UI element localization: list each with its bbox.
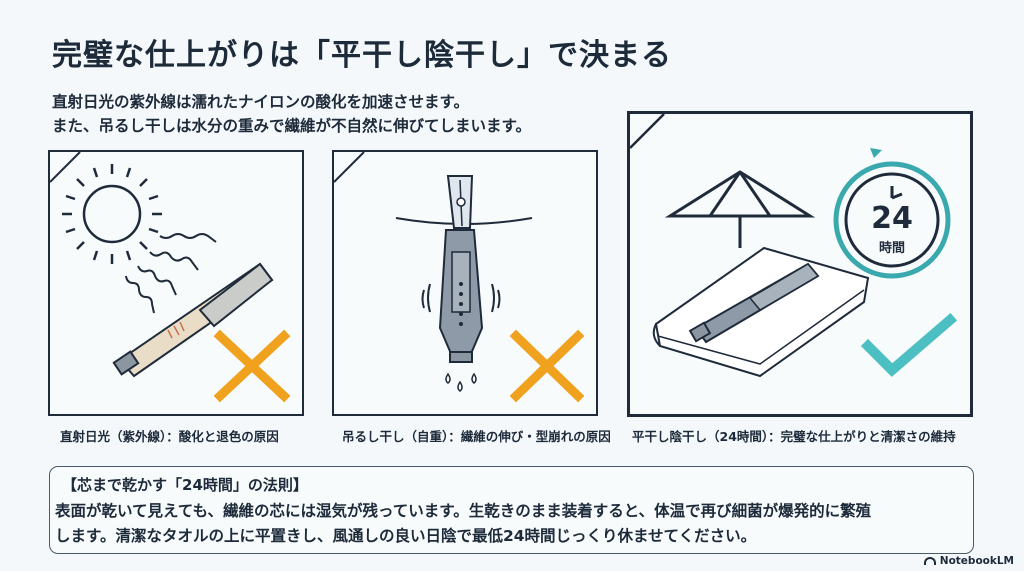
x-mark (213, 329, 291, 403)
rule-line: します。清潔なタオルの上に平置きし、風通しの良い日陰で最低24時間じっくり休ませ… (55, 527, 757, 545)
towel (652, 246, 870, 378)
sun-illustration (50, 152, 291, 403)
rule-line: 表面が乾いて見えても、繊維の芯には湿気が残っています。生乾きのまま装着すると、体… (55, 502, 872, 520)
stretch-lines (421, 283, 501, 313)
watch-band-flat (688, 262, 820, 344)
intro-text: 直射日光の紫外線は濡れたナイロンの酸化を加速させます。 また、吊るし干しは水分の… (52, 90, 531, 138)
check-mark (860, 312, 958, 377)
page-title: 完璧な仕上がりは「平干し陰干し」で決まる (52, 38, 672, 73)
intro-line: また、吊るし干しは水分の重みで繊維が不自然に伸びてしまいます。 (52, 117, 531, 135)
rule-box (49, 466, 974, 554)
rule-title: 【芯まで乾かす「24時間」の法則】 (62, 476, 308, 494)
clock-icon: 24 時間 (833, 148, 951, 279)
intro-line: 直射日光の紫外線は濡れたナイロンの酸化を加速させます。 (52, 93, 469, 111)
umbrella-icon (664, 170, 816, 248)
water-drops (445, 372, 477, 392)
timer-number: 24 (871, 201, 913, 236)
panel-caption-sunlight: 直射日光（紫外線）：酸化と退色の原因 (60, 429, 279, 444)
notebooklm-logo-icon (923, 557, 936, 565)
panel-hanging-dry (332, 150, 598, 416)
watermark-label: NotebookLM (939, 555, 1014, 567)
flat-dry-illustration: 24 時間 (630, 114, 958, 378)
clothespin-icon (446, 175, 474, 229)
rule-body: 表面が乾いて見えても、繊維の芯には湿気が残っています。生乾きのまま装着すると、体… (55, 499, 970, 549)
x-mark (509, 329, 585, 403)
watch-band (112, 262, 274, 378)
hanging-illustration (334, 152, 585, 403)
stretched-band (438, 229, 484, 363)
sun-icon (62, 164, 162, 264)
panel-caption-hanging: 吊るし干し（自重）：繊維の伸び・型崩れの原因 (342, 429, 611, 444)
panel-caption-flat: 平干し陰干し（24時間）：完璧な仕上がりと清潔さの維持 (632, 429, 956, 444)
watermark: NotebookLM (923, 555, 1014, 567)
panel-direct-sunlight (48, 150, 304, 416)
uv-rays (125, 233, 217, 314)
timer-unit: 時間 (879, 240, 905, 256)
panel-flat-shade-dry: 24 時間 (627, 111, 973, 417)
